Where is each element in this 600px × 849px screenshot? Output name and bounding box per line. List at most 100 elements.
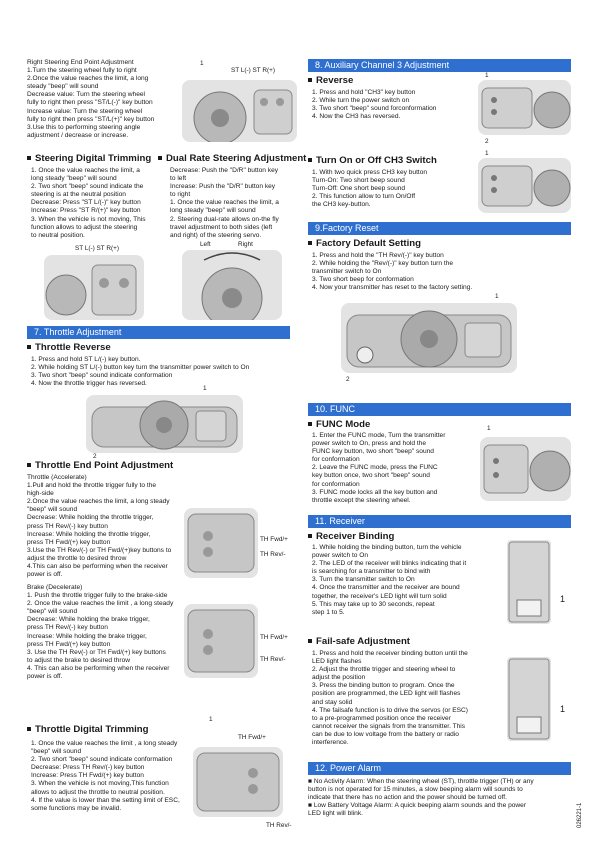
aux-callout-c: 1 [485,150,489,157]
text-line: to adjust the brake to desired throw [27,656,130,664]
accel-rev-label: TH Rev/- [260,551,286,558]
text-line: for conformation [312,480,360,488]
throttle-reverse-figure [86,395,243,453]
trim-rev-label: TH Rev/- [266,822,292,829]
steering-trim-heading: Steering Digital Trimming [27,153,151,164]
factory-reset-callout-1: 1 [495,293,499,300]
text-line: 1. Enter the FUNC mode, Turn the transmi… [312,432,446,439]
text-line: 2. Once the value reaches the limit , a … [27,600,174,608]
receiver-binding-heading: Receiver Binding [308,531,394,542]
steering-trim-figure [44,255,144,320]
text-line: the CH3 key-button. [312,201,371,209]
text-line: high-side [27,490,54,498]
text-line: 3. Use the TH Rev(-) or TH Fwd/(+) key b… [27,648,166,656]
text-line: power is off. [27,571,63,579]
text-line: 4. Now the throttle trigger has reversed… [31,380,147,388]
text-line: 1. Press and hold "CH3" key button [312,89,416,96]
text-line: 3. FUNC mode locks all the key button an… [312,488,438,496]
text-line: 2.Once the value reaches the limit, a lo… [27,75,149,83]
text-line: 3. Two short "beep" sound indicate confo… [31,372,173,380]
text-line: Increase: While holding the throttle tri… [27,530,151,538]
brake-rev-label: TH Rev/- [260,656,286,663]
text-line: Decrease: Press TH Rev/(-) key button [31,764,145,772]
throttle-trim-heading: Throttle Digital Trimming [27,724,149,735]
text-line: Brake (Decelerate) [27,584,83,591]
transmitter-illustration [481,87,571,129]
throttle-brake-text: Brake (Decelerate) 1. Push the throttle … [27,584,173,681]
text-line: is searching for a transmitter to bind w… [312,568,431,576]
throttle-accel-text: Throttle (Accelerate) 1.Pull and hold th… [27,474,171,579]
text-line: 2. Steering dual-rate allows on-the fly [170,215,279,223]
steering-keys-label: ST L(-) ST R(+) [231,67,275,74]
text-line: power is off. [27,673,63,681]
transmitter-trigger-illustration [187,609,255,673]
func-callout: 1 [487,425,491,432]
text-line: Decrease: Press "ST L/(-)" key button [31,199,141,207]
dual-rate-left-label: Left [200,241,211,248]
text-line: 2. Two short "beep" sound indicate the [31,183,144,191]
text-line: Increase: While holding the brake trigge… [27,632,147,640]
throttle-reverse-callout-2: 2 [93,453,97,460]
text-line: 1.Pull and hold the throttle trigger ful… [27,482,157,490]
func-figure [480,437,571,501]
aux-reverse-text: 1. Press and hold "CH3" key button 2. Wh… [312,89,436,121]
text-line: 3. Turn the transmitter switch to On [312,576,415,584]
text-line: power switch to On [312,552,369,560]
text-line: 2. This function allow to turn On/Off [312,193,416,201]
factory-reset-bar: 9.Factory Reset [308,222,571,235]
text-line: 1. With two quick press CH3 key button [312,169,428,176]
text-line: 1. Press and hold the receiver binding b… [312,650,468,657]
text-line: Turn-On: Two short beep sound [312,177,405,185]
text-line: 4.This can also be performing when the r… [27,563,168,571]
text-line: to a pre-programmed position once the re… [312,714,451,722]
receiver-binding-text: 1. While holding the binding button, tur… [312,544,466,617]
aux-callout-a: 1 [485,72,489,79]
throttle-callout-1: 1 [209,716,213,723]
text-line: Turn-Off: One short beep sound [312,185,406,193]
text-line: 3. Two short beep for conformation [312,276,414,284]
aux-onoff-figure [478,158,571,213]
text-line: steady "beep" will sound [27,83,99,91]
func-heading: FUNC Mode [308,419,370,430]
text-line: transmitter switch to On [312,268,382,276]
text-line: fully to right then press "ST/L(+)" key … [27,115,155,123]
text-line: 3.Use the TH Rev/(-) or TH Fwd/(+)key bu… [27,546,172,554]
transmitter-wheel-illustration [193,89,293,142]
func-bar: 10. FUNC [308,403,571,416]
text-line: 4. Now your transmitter has reset to the… [312,284,473,292]
text-line: indicate that there has no action and th… [308,794,507,802]
text-line: 2. While holding the "Rev/(-)" key butto… [312,260,454,268]
text-line: 2. While turn the power switch on [312,97,410,105]
text-line: FUNC key button, two short "beep" sound [312,448,434,456]
receiver-illustration [508,658,550,740]
func-text: 1. Enter the FUNC mode, Turn the transmi… [312,432,445,505]
text-line: long steady "beep" will sound [31,175,117,183]
transmitter-front-illustration [91,400,238,450]
transmitter-illustration [483,444,571,494]
throttle-brake-figure [184,604,258,678]
throttle-endpoint-heading: Throttle End Point Adjustment [27,460,173,471]
text-line: press TH Rev/(-) key button [27,522,108,530]
text-line: 1. Once the value reaches the limit, a [170,199,279,207]
aux-onoff-heading: Turn On or Off CH3 Switch [308,155,437,166]
text-line: adjustment / decrease or increase. [27,131,129,139]
text-line: allows to adjust the throttle to neutral… [31,788,165,796]
text-line: press TH Fwd/(+) key button [27,538,111,546]
dual-rate-figure [182,250,282,320]
throttle-trim-text: 1. Once the value reaches the limit , a … [31,740,180,813]
failsafe-text: 1. Press and hold the receiver binding b… [312,650,468,747]
throttle-reverse-text: 1. Press and hold ST L/(-) key button. 2… [31,356,249,388]
text-line: 2.Once the value reaches the limit, a lo… [27,498,170,506]
text-line: 1. Press and hold the "TH Rev/(-)" key b… [312,252,444,259]
transmitter-wheel-illustration [201,252,263,320]
text-line: 4. The failsafe function is to drive the… [312,706,468,714]
text-line: LED light will blink. [308,810,363,818]
text-line: cannot receiver the signals from the tra… [312,722,466,730]
text-line: function allows to adjust the steering [31,223,138,231]
text-line: 2. Leave the FUNC mode, press the FUNC [312,464,438,472]
text-line: 1.Turn the steering wheel fully to right [27,67,137,75]
receiver-illustration [508,541,550,623]
text-line: Increase: Press TH Fwd/(+) key button [31,772,144,780]
text-line: ■ Low Battery Voltage Alarm: A quick bee… [308,802,527,810]
text-line: Throttle (Accelerate) [27,474,87,481]
